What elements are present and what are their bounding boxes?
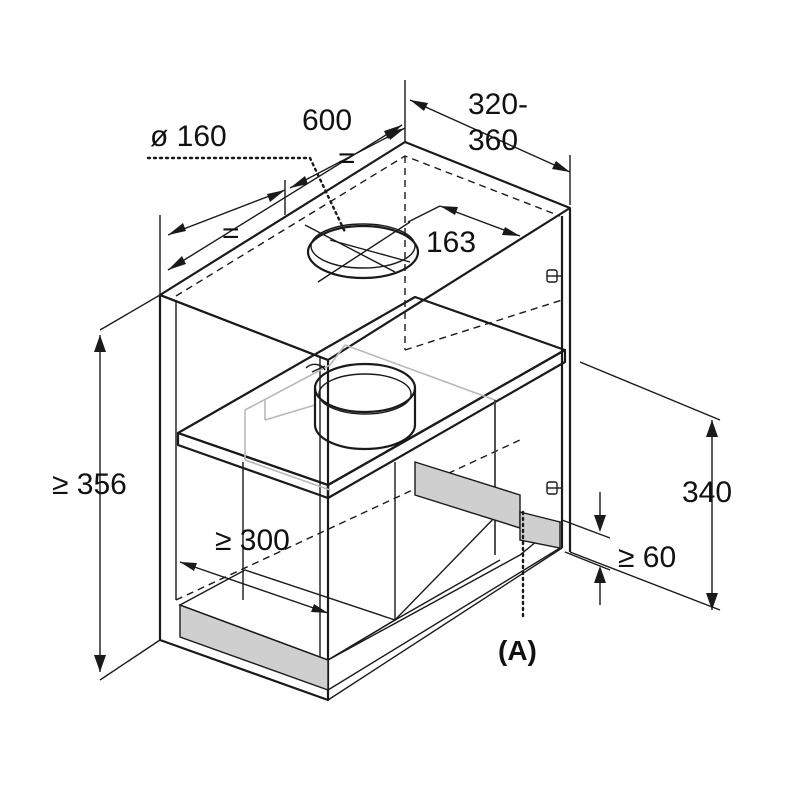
equal-arrow-back-left bbox=[290, 176, 308, 188]
dimension-height: ≥ 356 bbox=[52, 294, 161, 681]
cutout-extension-bottom bbox=[569, 551, 721, 611]
lower-duct-ring bbox=[305, 362, 417, 451]
dimension-cutout-height: 340 bbox=[569, 361, 732, 611]
dimension-inner-width: ≥ 300 bbox=[179, 524, 329, 614]
inner-width-arrow-right bbox=[311, 604, 328, 613]
top-duct-circle bbox=[306, 224, 420, 280]
rear-hidden-edge bbox=[404, 299, 563, 351]
duct-offset-label: 163 bbox=[426, 226, 476, 259]
rear-trim-strip bbox=[414, 461, 521, 529]
equal-dim-line-front bbox=[167, 189, 286, 236]
gap-extension-bottom bbox=[564, 551, 611, 571]
cutout-arrow-top bbox=[706, 420, 718, 437]
duct-ring-top bbox=[313, 362, 417, 414]
cabinet-bottom-edge bbox=[327, 547, 563, 701]
gap-arrow-bottom bbox=[594, 566, 606, 583]
depth-arrow-left bbox=[410, 100, 428, 111]
depth-label-line2: 360 bbox=[468, 124, 518, 157]
callout-a: (A) bbox=[498, 510, 537, 666]
hood-bottom-edge bbox=[394, 559, 501, 621]
hinges bbox=[546, 269, 562, 495]
equal-dim-line-back bbox=[289, 127, 406, 189]
hood-top-left bbox=[244, 344, 346, 411]
duct-ring-side bbox=[313, 388, 417, 451]
hood-flange-edge bbox=[264, 404, 316, 421]
gap-extension-top bbox=[561, 519, 611, 539]
height-extension-bottom bbox=[99, 639, 161, 681]
width-label: 600 bbox=[302, 104, 352, 137]
offset-arrow-left bbox=[440, 206, 458, 215]
inner-width-label: ≥ 300 bbox=[215, 524, 290, 557]
top-duct-inner-circle bbox=[310, 223, 416, 269]
equal-label-front: = bbox=[222, 217, 240, 250]
front-trim-strip bbox=[179, 603, 329, 691]
gap-min-label: ≥ 60 bbox=[618, 541, 676, 574]
dimension-width: 600 bbox=[159, 80, 406, 295]
depth-arrow-right bbox=[552, 161, 570, 172]
hood-shelf-cut bbox=[244, 459, 331, 491]
inner-width-arrow-left bbox=[180, 562, 197, 571]
duct-clamp-hook bbox=[305, 363, 326, 371]
back-bottom-hidden-edge bbox=[175, 439, 521, 601]
height-min-label: ≥ 356 bbox=[52, 468, 127, 501]
depth-label-line1: 320- bbox=[468, 88, 528, 121]
inner-width-dim-line bbox=[179, 561, 329, 614]
hood-body bbox=[242, 344, 501, 621]
equal-arrow-front-left bbox=[168, 223, 186, 235]
equal-label-back: = bbox=[338, 142, 356, 175]
lower-hinge bbox=[546, 481, 562, 495]
gap-arrow-top bbox=[594, 515, 606, 532]
dimension-equal-spacing: = = bbox=[167, 127, 406, 250]
shelf-front-edge bbox=[176, 431, 330, 500]
shelf-right-edge bbox=[326, 348, 567, 500]
height-arrow-bottom bbox=[94, 655, 106, 672]
height-extension-top bbox=[99, 294, 161, 331]
equal-arrow-front-right bbox=[267, 190, 285, 202]
upper-hinge bbox=[546, 269, 562, 283]
top-duct-opening bbox=[304, 221, 420, 283]
dimension-duct-diameter: ø 160 bbox=[146, 120, 347, 234]
duct-centerline-b bbox=[317, 221, 411, 283]
duct-diameter-label: ø 160 bbox=[150, 120, 227, 153]
cutout-height-label: 340 bbox=[682, 476, 732, 509]
height-arrow-top bbox=[94, 335, 106, 352]
bottom-trim bbox=[178, 461, 562, 691]
width-arrow-left bbox=[168, 256, 186, 270]
duct-centerline-a bbox=[304, 224, 396, 273]
cutout-extension-top bbox=[579, 361, 721, 421]
dimension-gap: ≥ 60 bbox=[561, 492, 676, 605]
duct-ring-inner bbox=[318, 373, 412, 415]
depth-dim-line bbox=[409, 99, 571, 173]
dimension-duct-offset: 163 bbox=[407, 205, 521, 259]
right-trim-strip bbox=[519, 511, 561, 549]
dimension-depth: 320- 360 bbox=[409, 88, 571, 205]
shelf bbox=[176, 295, 567, 500]
duct-leader-diagonal bbox=[308, 156, 347, 234]
equal-arrow-back-right bbox=[387, 128, 405, 140]
offset-arrow-right bbox=[502, 227, 520, 236]
cabinet-outline bbox=[158, 140, 572, 702]
offset-leader bbox=[407, 205, 441, 223]
bottom-front-edge bbox=[327, 547, 561, 691]
callout-a-label: (A) bbox=[498, 635, 537, 666]
duct-centerline-c bbox=[329, 239, 411, 263]
cutout-arrow-bottom bbox=[706, 593, 718, 610]
